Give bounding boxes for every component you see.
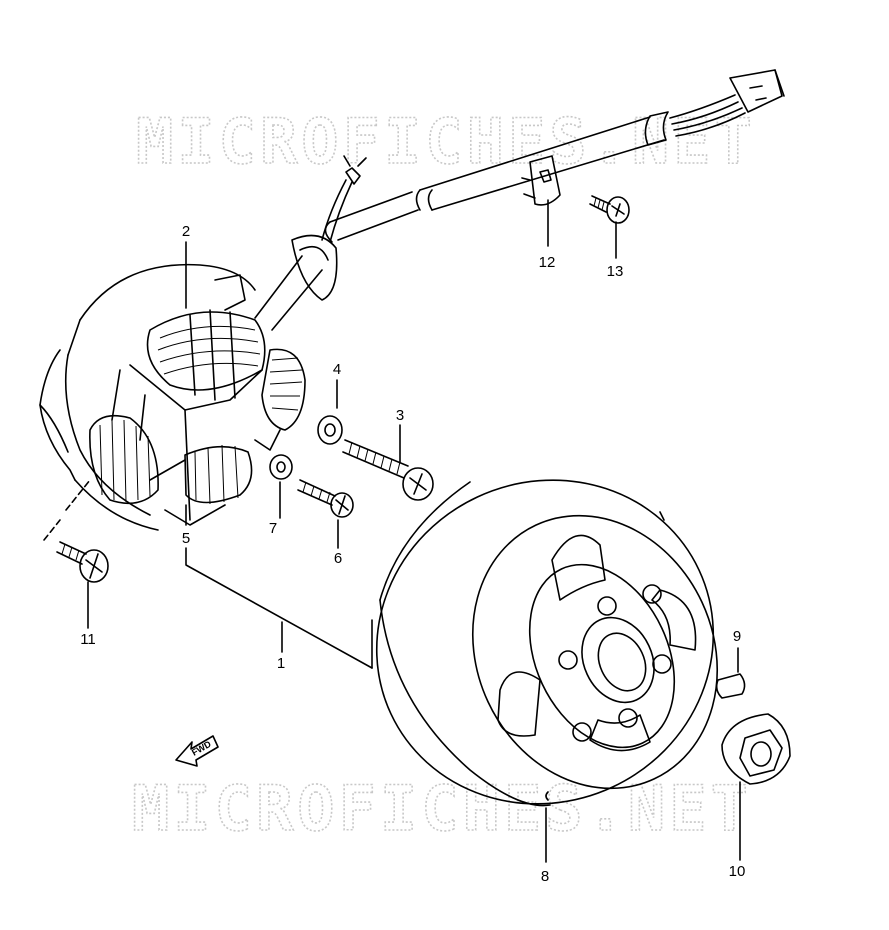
flywheel-rotor [375, 479, 719, 807]
callout-7: 7 [269, 520, 277, 537]
callout-6: 6 [334, 550, 342, 567]
callout-9: 9 [733, 628, 741, 645]
nut-10 [721, 713, 791, 785]
fwd-label: FWD [190, 739, 213, 758]
callout-12: 12 [539, 254, 556, 271]
callouts: 1 2 3 4 5 6 7 8 9 10 11 12 13 [80, 223, 745, 885]
callout-11: 11 [80, 631, 96, 648]
screw-11 [43, 479, 109, 583]
callout-13: 13 [607, 263, 624, 280]
washer-7 [269, 454, 293, 480]
washer-4 [317, 415, 343, 445]
stator-assembly [39, 263, 306, 531]
callout-1: 1 [277, 655, 285, 672]
screw-13 [589, 195, 630, 224]
callout-4: 4 [333, 361, 341, 378]
watermark-bottom: MICROFICHES.NET [132, 772, 752, 845]
wire-harness [254, 69, 785, 331]
callout-10: 10 [729, 863, 746, 880]
callout-2: 2 [182, 223, 190, 240]
bolt-3 [342, 439, 434, 501]
woodruff-key [715, 673, 746, 699]
wire-clamp [521, 155, 561, 206]
callout-5: 5 [182, 530, 190, 547]
callout-3: 3 [396, 407, 404, 424]
callout-8: 8 [541, 868, 549, 885]
leader-lines [87, 199, 741, 863]
fwd-arrow: FWD [175, 735, 219, 767]
screw-6 [297, 479, 354, 518]
